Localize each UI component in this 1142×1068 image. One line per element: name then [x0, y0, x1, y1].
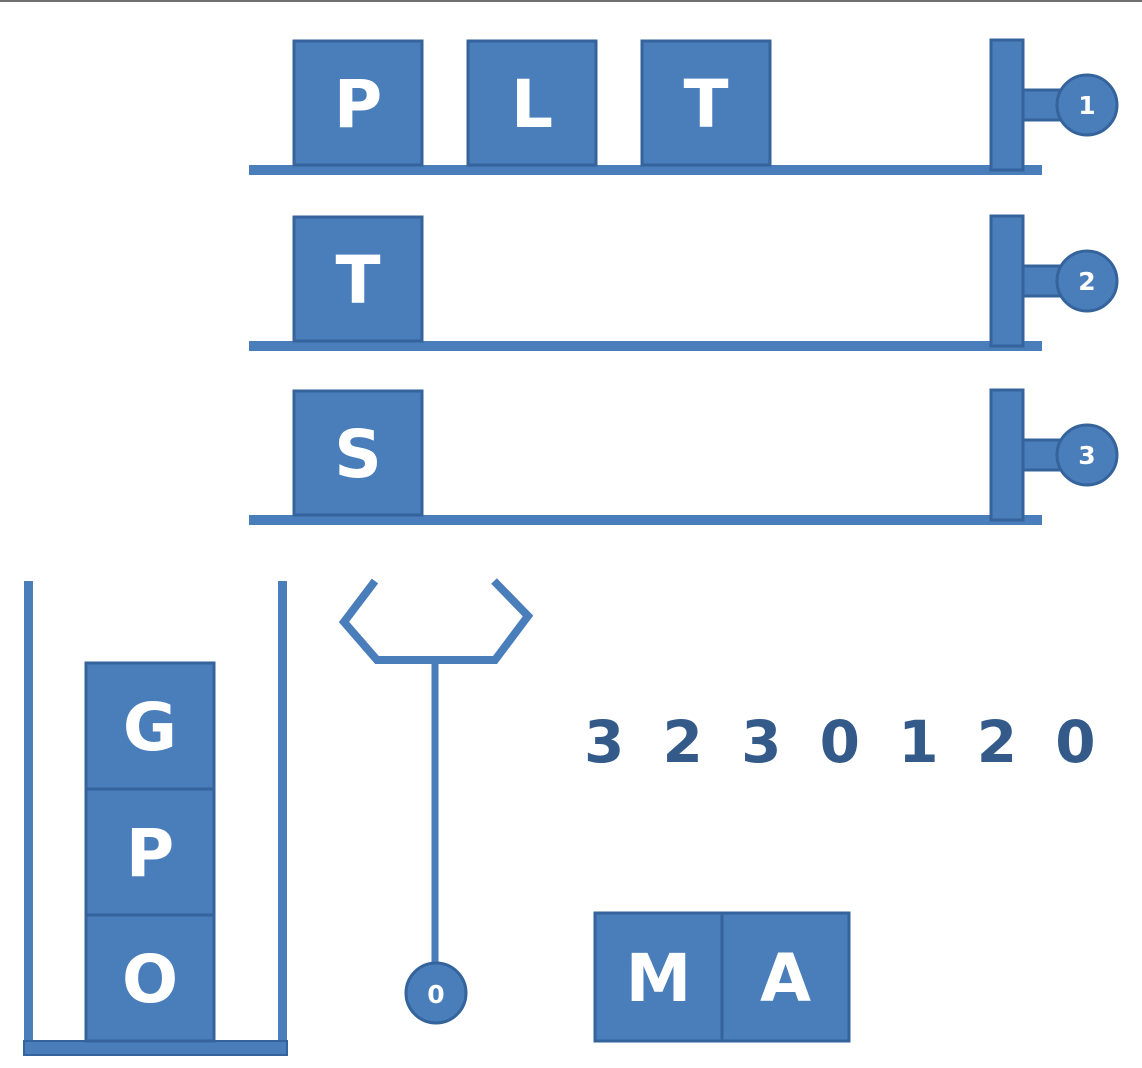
shelf-block[interactable]: T — [640, 39, 772, 167]
shelf-block-letter: P — [334, 66, 382, 143]
shelf-block-box — [466, 39, 598, 167]
shelf-knob-label: 1 — [1078, 91, 1095, 120]
arm-knob-label: 0 — [427, 980, 444, 1009]
arm-claw — [338, 578, 534, 664]
shelf-block-box — [292, 39, 424, 167]
bin-block-letter: G — [123, 689, 177, 766]
instruction-sequence: 3 2 3 0 1 2 0 — [584, 708, 1105, 776]
shelf-end-post — [989, 214, 1025, 348]
shelf-block-letter: S — [334, 416, 382, 493]
shelf-block-box — [292, 389, 424, 517]
shelf-rail — [249, 165, 1042, 175]
shelf-knob[interactable] — [1055, 249, 1119, 313]
shelf-end-post — [989, 388, 1025, 522]
shelf-end-post — [989, 38, 1025, 172]
top-border — [0, 0, 1142, 2]
bin-block-box — [84, 787, 216, 917]
bin-block[interactable]: G — [84, 661, 216, 791]
bin-block-letter: O — [122, 941, 178, 1018]
bin-block-letter: P — [126, 815, 174, 892]
bin-right-wall — [278, 581, 287, 1051]
shelf-block-letter: L — [511, 66, 553, 143]
grabber-arm: 0 — [338, 578, 534, 1025]
loose-block-letter: A — [760, 940, 811, 1017]
shelf-rail — [249, 515, 1042, 525]
shelf-knob-label: 2 — [1078, 267, 1095, 296]
shelf-block-letter: T — [683, 66, 728, 143]
loose-block-box — [593, 911, 724, 1043]
loose-block[interactable]: M — [593, 911, 724, 1043]
bin-block[interactable]: P — [84, 787, 216, 917]
arm-knob[interactable] — [404, 961, 468, 1025]
shelf-knob-label: 3 — [1078, 441, 1095, 470]
bin-left-wall — [24, 581, 33, 1051]
shelf-block[interactable]: T — [292, 215, 424, 343]
shelf-1: 1 P L T — [249, 38, 1119, 175]
bin-block[interactable]: O — [84, 913, 216, 1043]
shelf-knob-connector — [1021, 438, 1065, 472]
shelf-block[interactable]: L — [466, 39, 598, 167]
shelf-knob[interactable] — [1055, 423, 1119, 487]
bin-floor — [23, 1040, 288, 1056]
shelf-knob[interactable] — [1055, 73, 1119, 137]
bin-block-box — [84, 661, 216, 791]
bin-block-box — [84, 913, 216, 1043]
shelf-rail — [249, 341, 1042, 351]
shelf-block[interactable]: P — [292, 39, 424, 167]
shelf-block-letter: T — [335, 242, 380, 319]
loose-block[interactable]: A — [720, 911, 851, 1043]
shelf-block-box — [640, 39, 772, 167]
shelf-3: 3S — [249, 388, 1119, 525]
shelf-2: 2T — [249, 214, 1119, 351]
shelf-block[interactable]: S — [292, 389, 424, 517]
loose-block-letter: M — [626, 940, 692, 1017]
bin: GPO — [23, 581, 288, 1056]
shelf-block-box — [292, 215, 424, 343]
loose-block-box — [720, 911, 851, 1043]
